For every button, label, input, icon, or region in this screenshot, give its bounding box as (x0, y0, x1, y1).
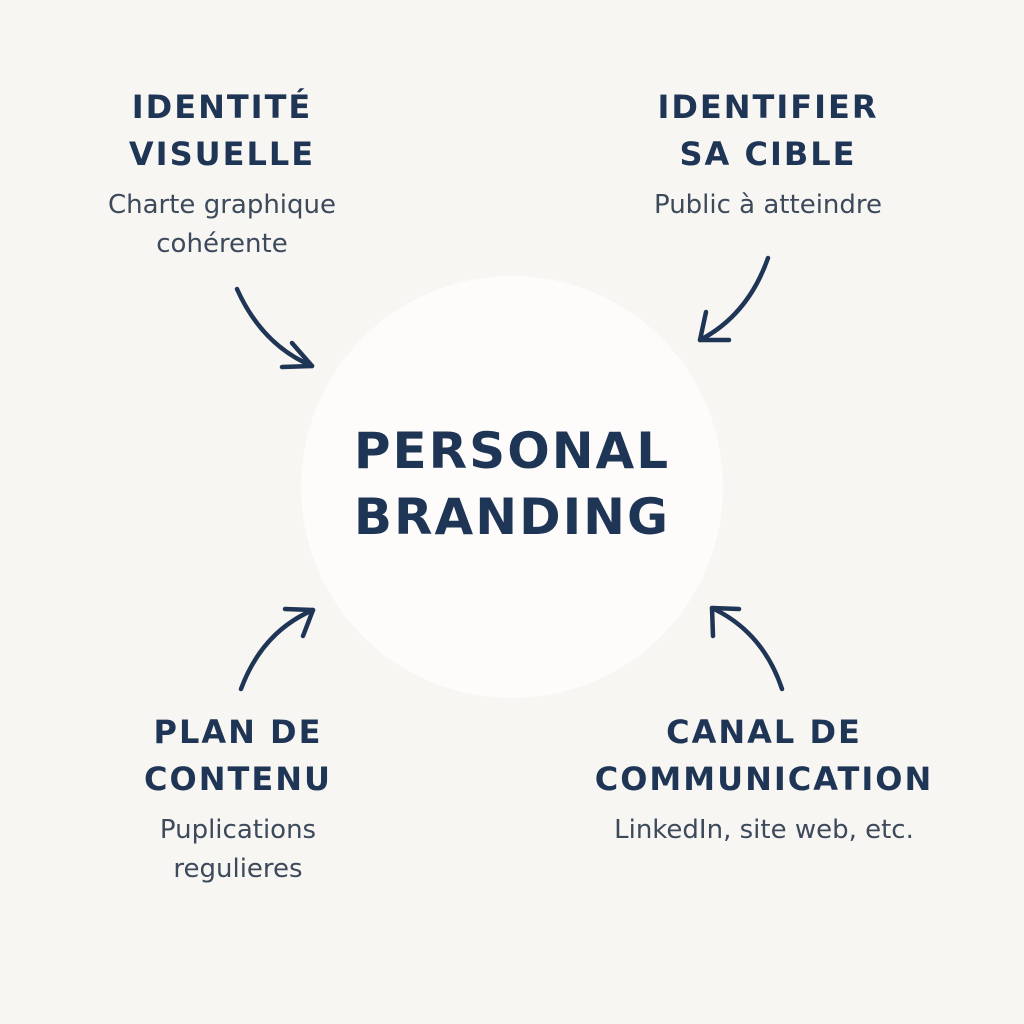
node-title: PLAN DE CONTENU (38, 709, 438, 803)
node-plan-contenu: PLAN DE CONTENU Puplications regulieres (38, 709, 438, 889)
title-line: IDENTITÉ (131, 88, 313, 126)
title-line: COMMUNICATION (594, 760, 934, 798)
center-circle (301, 276, 723, 698)
node-subtitle: Charte graphique cohérente (22, 186, 422, 264)
center-line-2: BRANDING (353, 488, 671, 546)
title-line: VISUELLE (128, 135, 316, 173)
title-line: IDENTIFIER (657, 88, 879, 126)
title-line: PLAN DE (153, 713, 323, 751)
node-identite-visuelle: IDENTITÉ VISUELLE Charte graphique cohéren… (22, 84, 422, 264)
center-line-1: PERSONAL (353, 422, 671, 480)
node-title: CANAL DE COMMUNICATION (564, 709, 964, 803)
arrow-top-left-icon (234, 286, 315, 370)
sub-line: Charte graphique (107, 190, 337, 220)
title-line: CANAL DE (666, 713, 862, 751)
node-canal-communication: CANAL DE COMMUNICATION LinkedIn, site web… (564, 709, 964, 850)
node-subtitle: Public à atteindre (568, 186, 968, 225)
sub-line: cohérente (156, 229, 288, 259)
node-subtitle: LinkedIn, site web, etc. (564, 811, 964, 850)
arrow-top-right-icon (697, 255, 771, 343)
arrow-bottom-left-icon (238, 606, 316, 692)
arrow-bottom-right-icon (709, 605, 785, 692)
sub-line: regulieres (173, 854, 303, 884)
node-title: IDENTIFIER SA CIBLE (568, 84, 968, 178)
node-identifier-cible: IDENTIFIER SA CIBLE Public à atteindre (568, 84, 968, 225)
title-line: CONTENU (144, 760, 332, 798)
sub-line: LinkedIn, site web, etc. (614, 815, 914, 845)
center-label: PERSONAL BRANDING (301, 418, 723, 550)
node-title: IDENTITÉ VISUELLE (22, 84, 422, 178)
title-line: SA CIBLE (679, 135, 857, 173)
node-subtitle: Puplications regulieres (38, 811, 438, 889)
sub-line: Puplications (159, 815, 317, 845)
sub-line: Public à atteindre (653, 190, 883, 220)
